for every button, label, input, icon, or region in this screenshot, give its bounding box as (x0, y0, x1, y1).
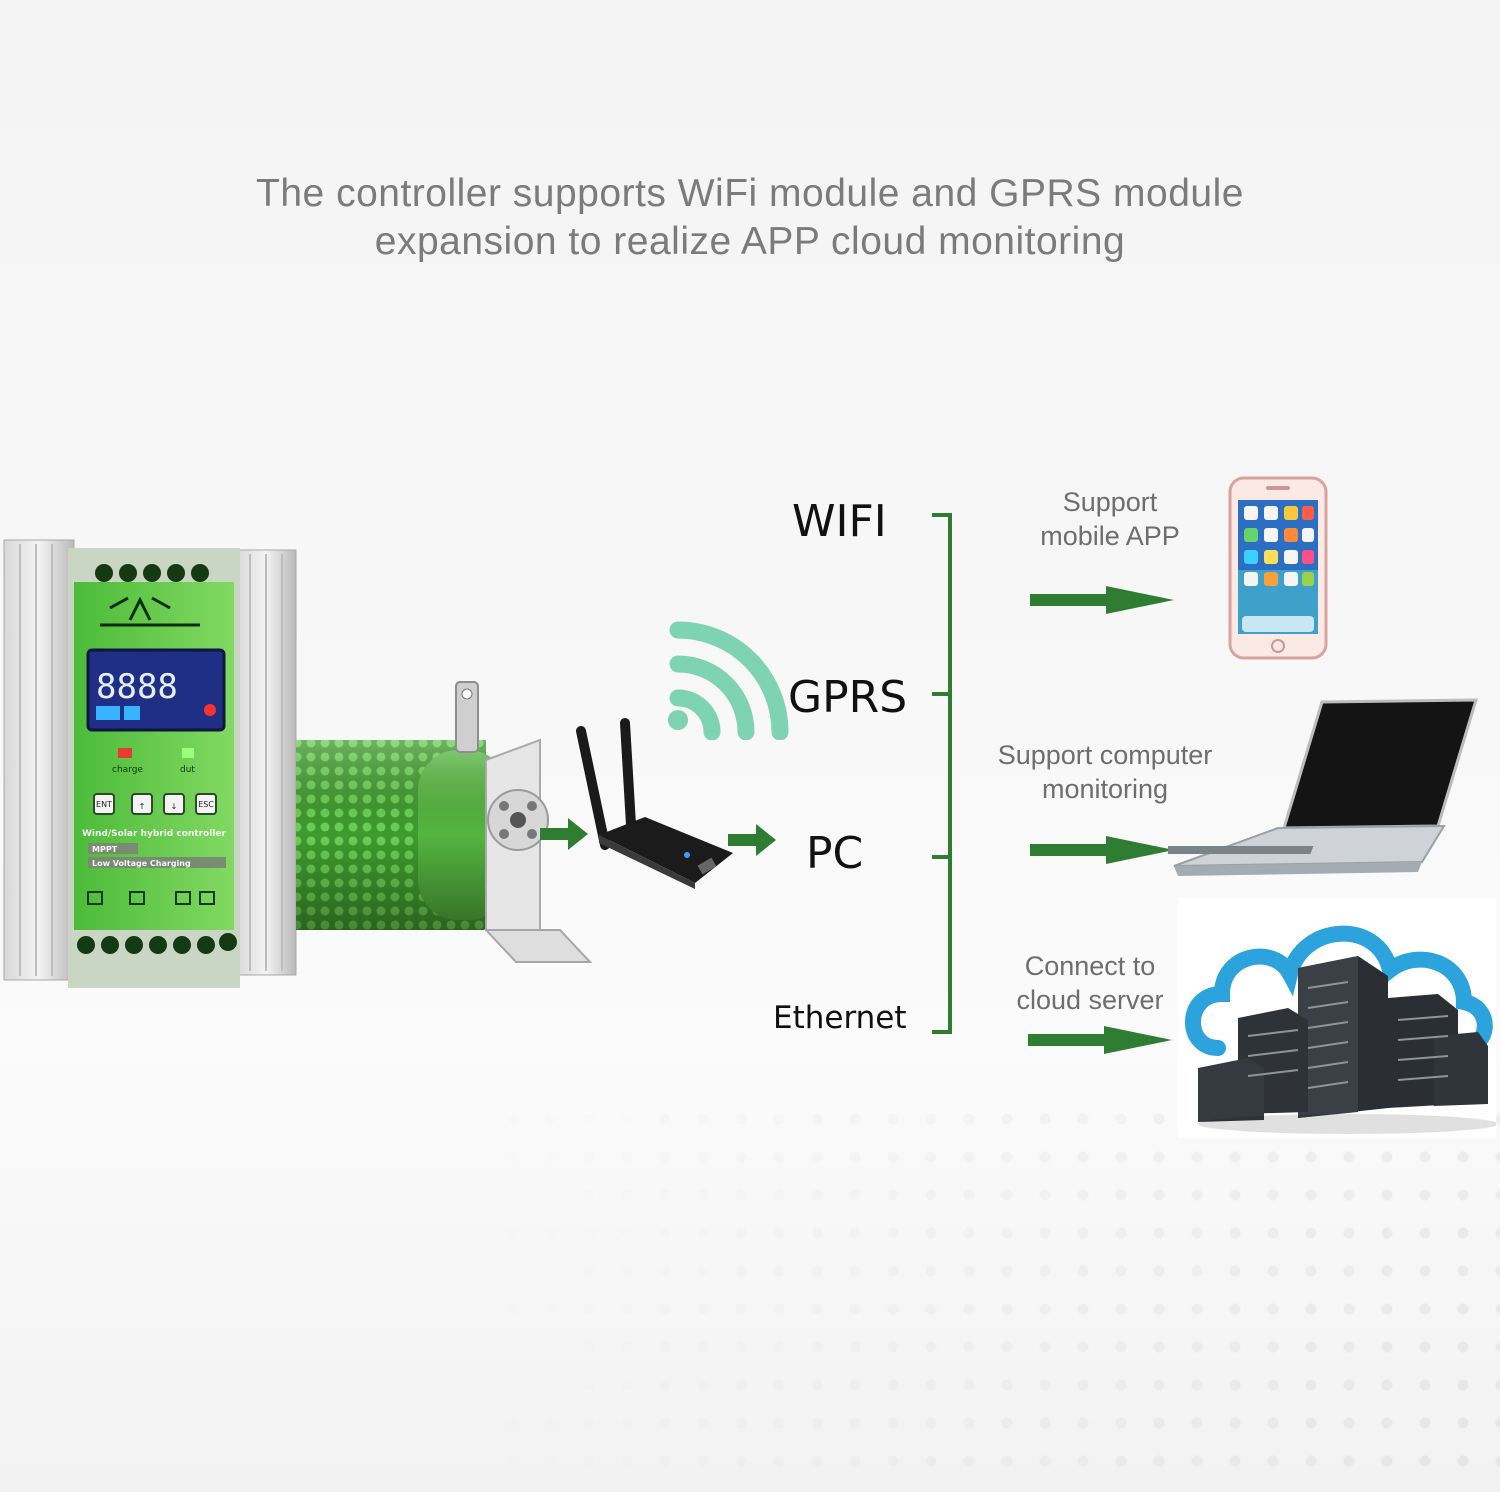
panel-line-1: Wind/Solar hybrid controller (82, 829, 226, 839)
headline-line-2: expansion to realize APP cloud monitorin… (374, 220, 1126, 263)
dump-load-resistor-icon (296, 681, 593, 963)
connection-label-pc: PC (806, 828, 864, 879)
connection-label-gprs: GPRS (788, 672, 908, 723)
caption-mobile-app: Support mobile APP (1010, 485, 1210, 553)
caption-computer-line-1: Support computer (997, 740, 1213, 770)
arrow-to-cloud (1028, 1026, 1172, 1054)
connection-label-wifi: WIFI (792, 496, 887, 547)
charge-led-label: charge (112, 765, 143, 775)
arrow-to-computer (1030, 836, 1174, 864)
caption-mobile-line-1: Support (1062, 487, 1158, 517)
headline-line-1: The controller supports WiFi module and … (256, 172, 1244, 215)
dut-led-label: dut (180, 765, 195, 775)
caption-cloud: Connect to cloud server (1000, 949, 1180, 1017)
controller-device-icon: 8888 charge dut ENT ↑ ↓ ESC Wind/Solar h… (3, 539, 297, 988)
connection-label-ethernet: Ethernet (773, 1000, 907, 1036)
ent-button-label: ENT (96, 800, 112, 809)
cloud-server-icon (1178, 898, 1496, 1138)
panel-line-2: MPPT (92, 845, 118, 854)
caption-cloud-line-2: cloud server (1016, 985, 1164, 1015)
headline: The controller supports WiFi module and … (150, 170, 1350, 266)
arrow-to-mobile (1030, 586, 1174, 614)
smartphone-icon (1228, 476, 1328, 660)
caption-computer: Support computer monitoring (970, 738, 1240, 806)
laptop-icon (1168, 698, 1478, 876)
controller-display-readout: 8888 (96, 667, 178, 707)
wifi-module-icon (576, 718, 733, 889)
caption-computer-line-2: monitoring (1041, 774, 1169, 804)
caption-mobile-line-2: mobile APP (1040, 521, 1180, 551)
panel-line-3: Low Voltage Charging (92, 859, 191, 868)
bracket-line (932, 513, 952, 1034)
esc-button-label: ESC (198, 800, 214, 809)
dotted-background-pattern (0, 1100, 1500, 1492)
down-button-label: ↓ (171, 802, 178, 811)
up-button-label: ↑ (139, 802, 146, 811)
caption-cloud-line-1: Connect to (1024, 951, 1156, 981)
wifi-signal-icon (668, 621, 789, 740)
